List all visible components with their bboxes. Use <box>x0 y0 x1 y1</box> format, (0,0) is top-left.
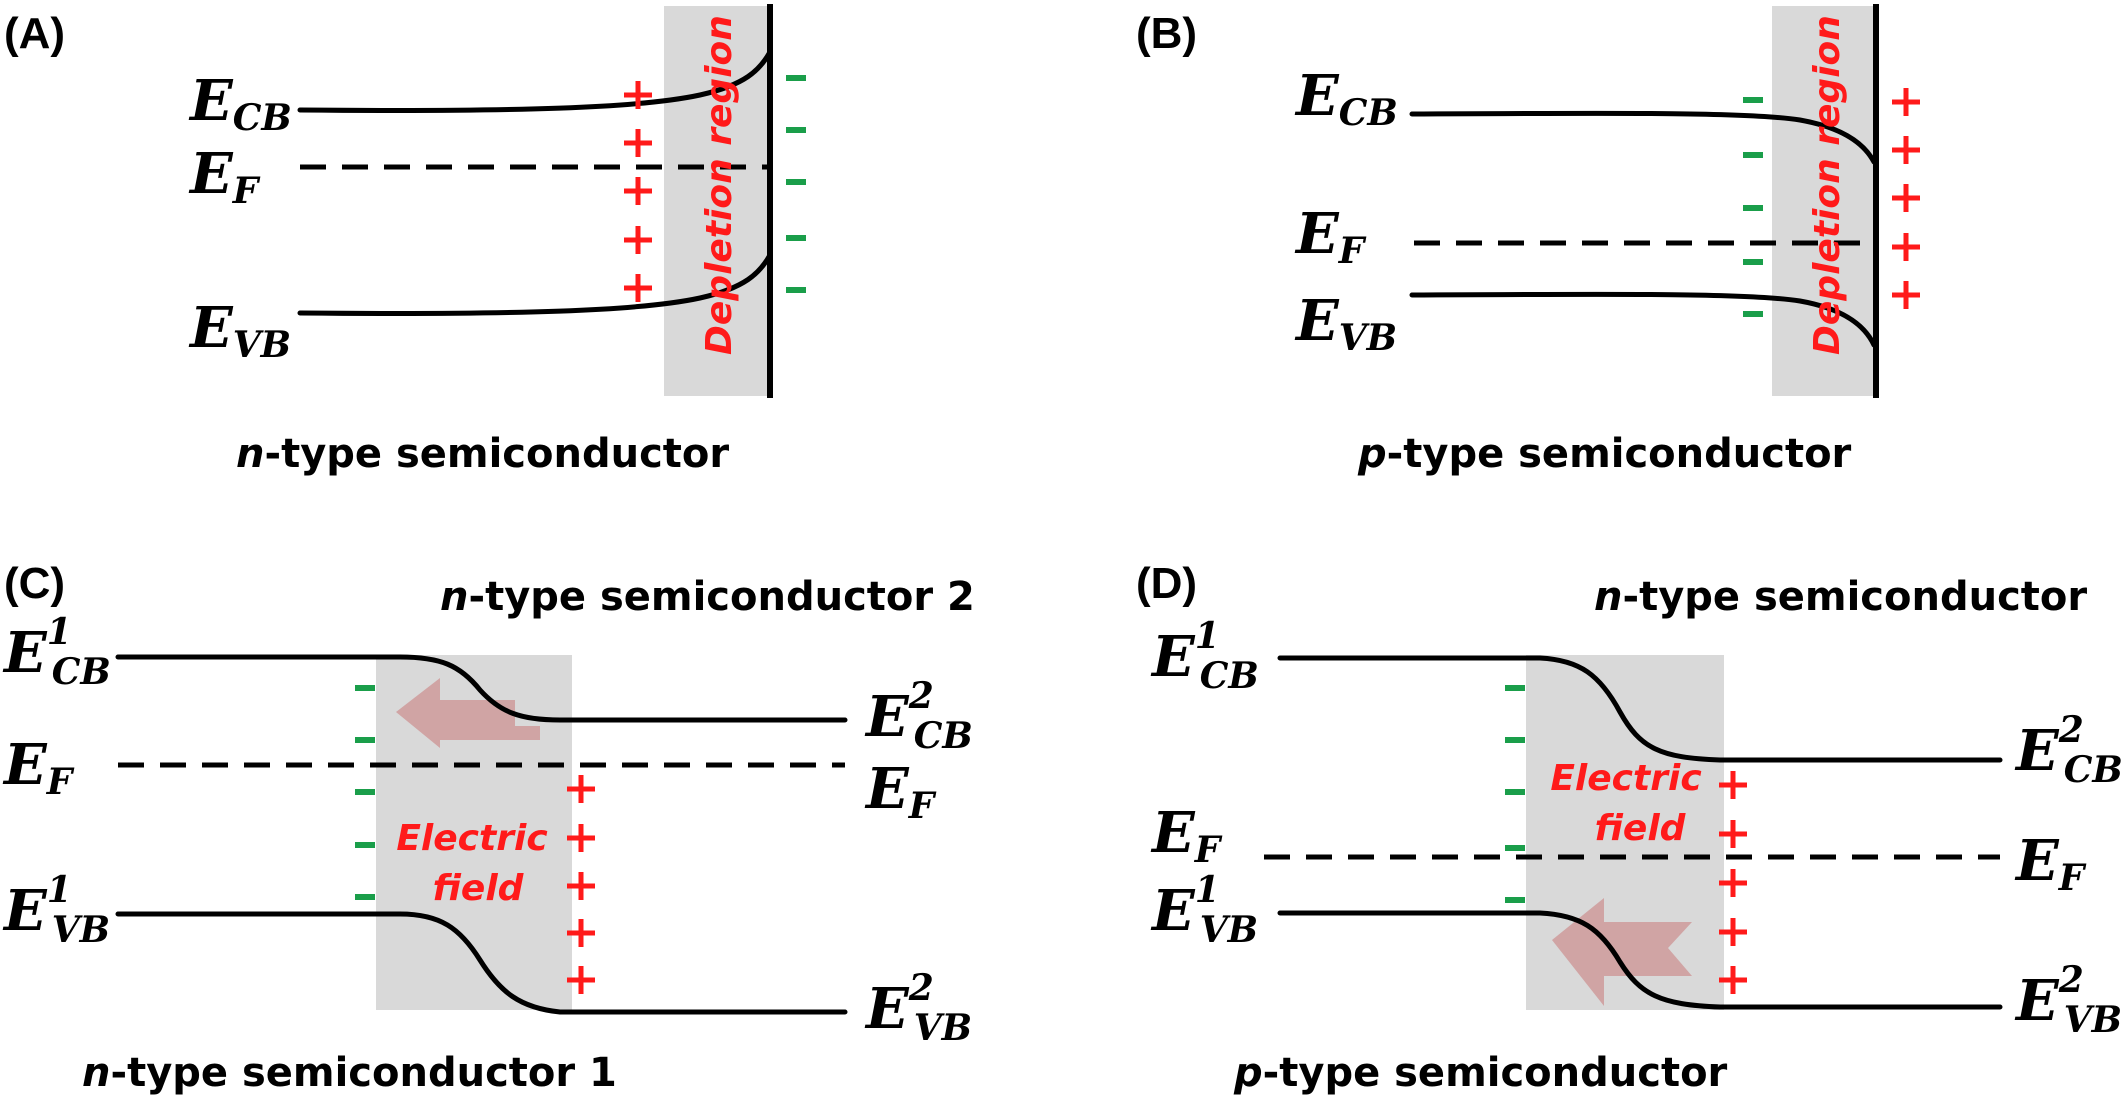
panel-c-field-label-line2: field <box>433 868 525 909</box>
panel-a-depletion-region <box>664 6 768 396</box>
panel-d-letter: (D) <box>1136 559 1197 608</box>
plus-sign <box>567 966 595 994</box>
panel-b: (B) ECB EF EVB Depletion region p-type s… <box>1136 4 1920 477</box>
panel-b-letter: (B) <box>1136 9 1197 58</box>
panel-c-negative-charges <box>355 685 375 900</box>
panel-b-evb-label: EVB <box>1294 288 1397 359</box>
panel-d-positive-charges <box>1719 771 1747 994</box>
panel-c-letter: (C) <box>4 559 65 608</box>
panel-c-bottom-caption: n-type semiconductor 1 <box>82 1050 617 1096</box>
panel-d-field-label-line1: Electric <box>1550 758 1701 799</box>
panel-d-top-caption: n-type semiconductor <box>1594 574 2087 620</box>
panel-c-ef-left-label: EF <box>2 732 75 803</box>
plus-sign <box>1719 820 1747 848</box>
plus-sign <box>1892 184 1920 212</box>
panel-a-ef-label: EF <box>188 141 261 212</box>
panel-a-depletion-label: Depletion region <box>699 15 740 355</box>
panel-b-caption: p-type semiconductor <box>1357 431 1852 477</box>
panel-b-ef-label: EF <box>1294 201 1367 272</box>
plus-sign <box>1719 966 1747 994</box>
plus-sign <box>567 824 595 852</box>
panel-d-ef-right-label: EF <box>2014 828 2087 899</box>
plus-sign <box>1719 771 1747 799</box>
panel-b-conduction-band <box>1409 110 1877 165</box>
panel-c-conduction-band <box>115 654 848 723</box>
panel-a-conduction-band <box>297 49 773 113</box>
panel-c-positive-charges <box>567 775 595 994</box>
panel-c-top-caption: n-type semiconductor 2 <box>440 574 975 620</box>
plus-sign <box>624 274 652 302</box>
panel-c-field-arrow <box>396 678 540 748</box>
panel-c-valence-band <box>115 911 848 1015</box>
panel-b-ecb-label: ECB <box>1294 63 1398 134</box>
panel-a-negative-charges <box>786 75 806 293</box>
plus-sign <box>624 226 652 254</box>
plus-sign <box>624 81 652 109</box>
plus-sign <box>1892 233 1920 261</box>
panel-b-depletion-region <box>1772 6 1876 396</box>
panel-d-bottom-caption: p-type semiconductor <box>1233 1050 1728 1096</box>
plus-sign <box>1892 281 1920 309</box>
plus-sign <box>567 919 595 947</box>
panel-d-valence-band <box>1277 910 2003 1010</box>
panel-b-negative-charges <box>1743 97 1763 317</box>
panel-b-valence-band <box>1409 291 1877 348</box>
panel-a-letter: (A) <box>4 9 65 58</box>
panel-b-depletion-label: Depletion region <box>1807 15 1848 355</box>
panel-a-valence-band <box>297 252 773 316</box>
panel-a: (A) ECB EF EVB Depletion region n-type s… <box>4 4 806 477</box>
plus-sign <box>567 775 595 803</box>
panel-c-field-label-line1: Electric <box>396 818 547 859</box>
panel-d-ef-left-label: EF <box>1150 800 1223 871</box>
plus-sign <box>1892 88 1920 116</box>
panel-a-positive-charges <box>624 81 652 302</box>
panel-d-conduction-band <box>1277 655 2003 763</box>
plus-sign <box>1892 136 1920 164</box>
panel-d-negative-charges <box>1505 685 1525 903</box>
panel-d-field-label-line2: field <box>1595 808 1687 849</box>
plus-sign <box>1719 869 1747 897</box>
plus-sign <box>624 129 652 157</box>
plus-sign <box>567 872 595 900</box>
plus-sign <box>1719 918 1747 946</box>
panel-a-evb-label: EVB <box>188 295 291 366</box>
panel-b-positive-charges <box>1892 88 1920 309</box>
panel-c-ef-right-label: EF <box>864 756 937 827</box>
panel-a-caption: n-type semiconductor <box>236 431 729 477</box>
panel-a-ecb-label: ECB <box>188 68 292 139</box>
plus-sign <box>624 177 652 205</box>
